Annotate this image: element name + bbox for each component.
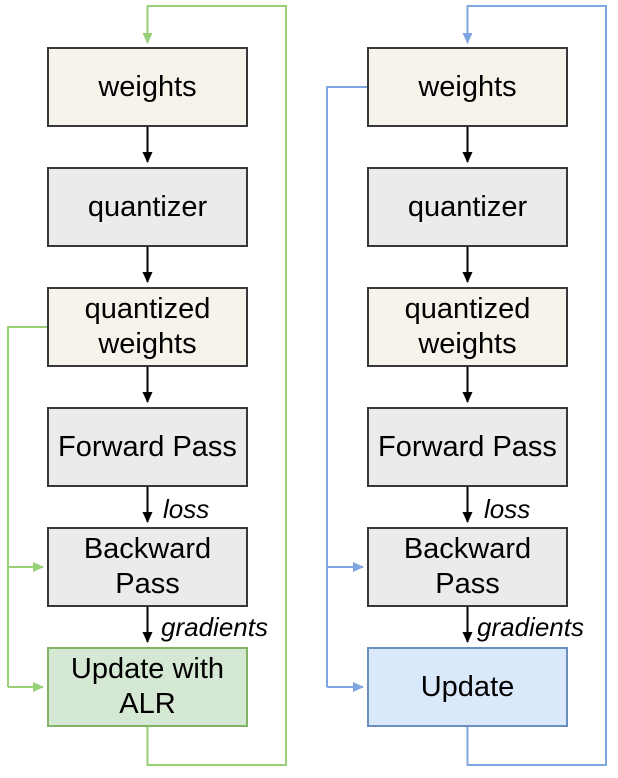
left-node-weights: weights (47, 47, 248, 127)
left-node-update-with-alr: Update with ALR (47, 647, 248, 727)
right-node-quantized-weights: quantized weights (367, 287, 568, 367)
left-node-backward-pass: Backward Pass (47, 527, 248, 607)
right-edge-label-gradients: gradients (477, 612, 584, 642)
right-node-forward-pass: Forward Pass (367, 407, 568, 487)
blue-branch-from-weights (326, 86, 367, 687)
right-node-weights: weights (367, 47, 568, 127)
left-node-quantized-weights: quantized weights (47, 287, 248, 367)
left-node-forward-pass: Forward Pass (47, 407, 248, 487)
right-edge-label-loss: loss (484, 494, 531, 524)
green-branch-from-quantized-weights (7, 326, 47, 687)
right-node-backward-pass: Backward Pass (367, 527, 568, 607)
left-node-quantizer: quantizer (47, 167, 248, 247)
right-node-quantizer: quantizer (367, 167, 568, 247)
left-edge-label-gradients: gradients (161, 612, 268, 642)
left-edge-label-loss: loss (163, 494, 210, 524)
right-node-update: Update (367, 647, 568, 727)
